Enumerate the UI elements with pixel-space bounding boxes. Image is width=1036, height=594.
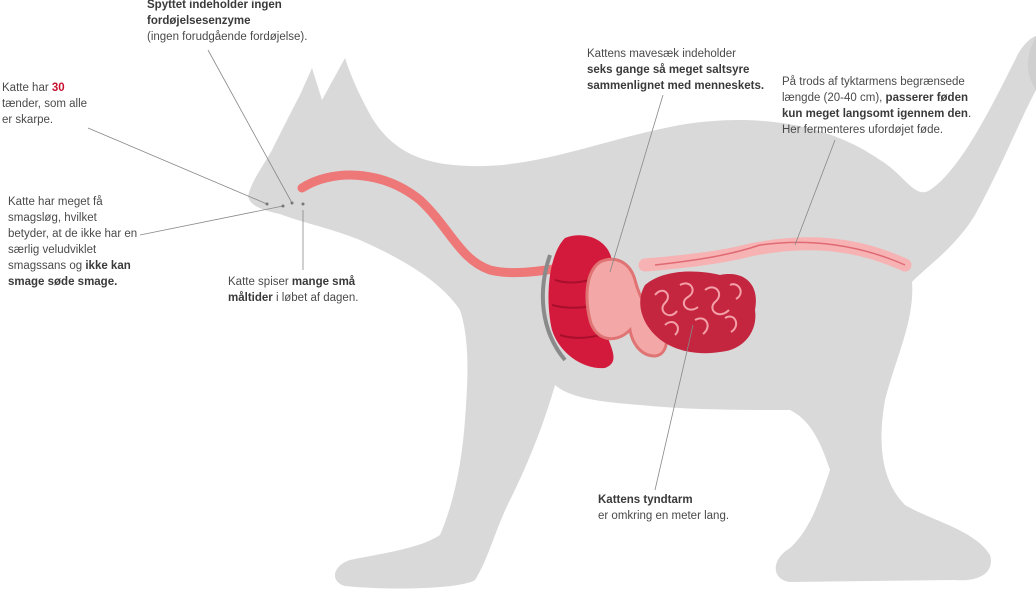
teeth-post: tænder, som alle er skarpe. [2, 98, 88, 126]
saliva-bold: Spyttet indeholder ingen fordøjelsesenzy… [147, 0, 282, 27]
liver-shadow [540, 254, 567, 362]
note-teeth: Katte har 30 tænder, som alle er skarpe. [2, 80, 97, 128]
note-stomach: Kattens mavesæk indeholder seks gange så… [587, 46, 777, 94]
meals-bold: mange små måltider [228, 276, 356, 304]
meals-post: i løbet af dagen. [272, 292, 359, 304]
large-intestine-line [654, 241, 906, 266]
small-intestine-text: er omkring en meter lang. [598, 510, 730, 522]
small-intestine-coils [654, 282, 742, 336]
small-intestine-bold: Kattens tyndtarm [598, 494, 693, 506]
stomach-text: Kattens mavesæk indeholder [587, 48, 736, 60]
leader-lines [87, 49, 836, 491]
stomach [585, 257, 669, 358]
note-small-intestine: Kattens tyndtarm er omkring en meter lan… [598, 492, 778, 524]
leader-dots [265, 201, 305, 208]
small-intestine [640, 271, 756, 354]
note-taste: Katte har meget få smagsløg, hvilket bet… [8, 194, 140, 290]
esophagus [297, 170, 565, 278]
taste-text: Katte har meget få smagsløg, hvilket bet… [8, 196, 138, 272]
saliva-text: (ingen forudgående fordøjelse). [147, 31, 308, 43]
colon-post: . Her fermenteres ufordøjet føde. [782, 108, 972, 136]
cat-tail-highlight [1027, 36, 1036, 90]
note-colon: På trods af tyktarmens begrænsede længde… [782, 74, 982, 138]
stomach-bold: seks gange så meget saltsyre sammenligne… [587, 64, 765, 92]
teeth-pre: Katte har [2, 82, 52, 94]
meals-pre: Katte spiser [228, 276, 292, 288]
colon-bold: passerer føden kun meget langsomt igenne… [782, 92, 968, 120]
note-meals: Katte spiser mange små måltider i løbet … [228, 274, 378, 306]
colon-pre: På trods af tyktarmens begrænsede længde… [782, 76, 965, 104]
taste-bold: ikke kan smage søde smage. [8, 260, 131, 288]
teeth-count: 30 [51, 82, 65, 94]
note-saliva: Spyttet indeholder ingen fordøjelsesenzy… [147, 0, 367, 45]
